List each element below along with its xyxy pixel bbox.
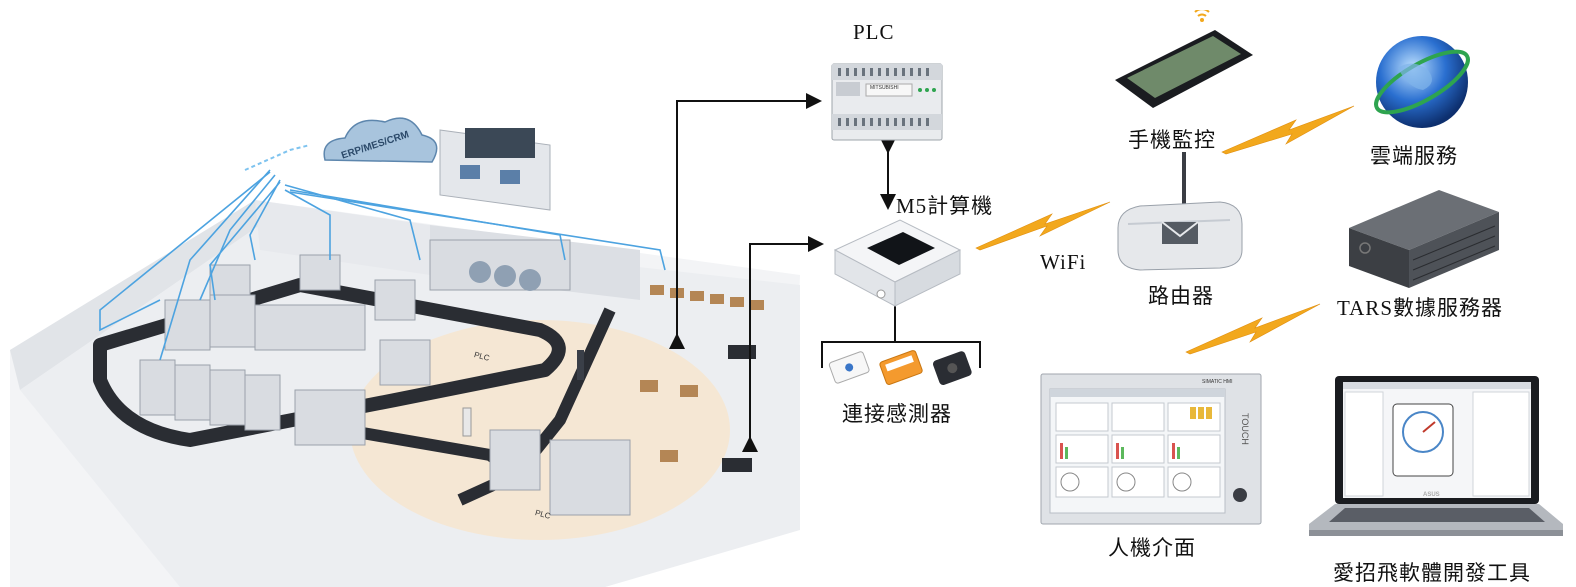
wifi-label: WiFi [1040, 250, 1087, 274]
lightning-router-hmi [1185, 303, 1321, 355]
sensor-unit-3 [933, 351, 972, 386]
plc-label: PLC [853, 20, 895, 44]
m5-label: M5計算機 [896, 194, 994, 218]
hmi-label: 人機介面 [1108, 536, 1196, 560]
sensor-unit-1 [828, 351, 870, 384]
server-icon [1343, 188, 1501, 290]
router-icon [1110, 150, 1250, 280]
laptop-brand: ASUS [1423, 492, 1440, 498]
plc-icon: MITSUBISHI [830, 60, 945, 142]
arrow-factory-plc [669, 93, 822, 349]
sensor-unit-2 [879, 350, 923, 385]
lightning-wifi [975, 201, 1111, 251]
globe-icon [1368, 28, 1480, 136]
m5-device [825, 210, 965, 310]
hmi-brand: SIMATIC HMI [1202, 379, 1233, 385]
plc-brand: MITSUBISHI [870, 85, 899, 91]
server-label: TARS數據服務器 [1337, 296, 1503, 320]
hmi-side-text: TOUCH [1240, 413, 1250, 445]
dev-tool-label: 愛招飛軟體開發工具 [1333, 561, 1531, 585]
phone-label: 手機監控 [1128, 128, 1216, 152]
hmi-panel: SIMATIC HMI TOUCH [1040, 373, 1262, 525]
factory-illustration [10, 117, 800, 587]
sensor-bracket [821, 341, 981, 368]
sensor-group [828, 345, 978, 395]
phone-icon [1105, 10, 1260, 120]
laptop-icon: ASUS [1305, 374, 1567, 554]
sensors-label: 連接感測器 [842, 402, 952, 426]
router-label: 路由器 [1148, 284, 1214, 308]
arrow-factory-m5 [742, 236, 824, 452]
lightning-phone-cloud [1221, 105, 1355, 155]
cloud-label: 雲端服務 [1370, 144, 1458, 168]
